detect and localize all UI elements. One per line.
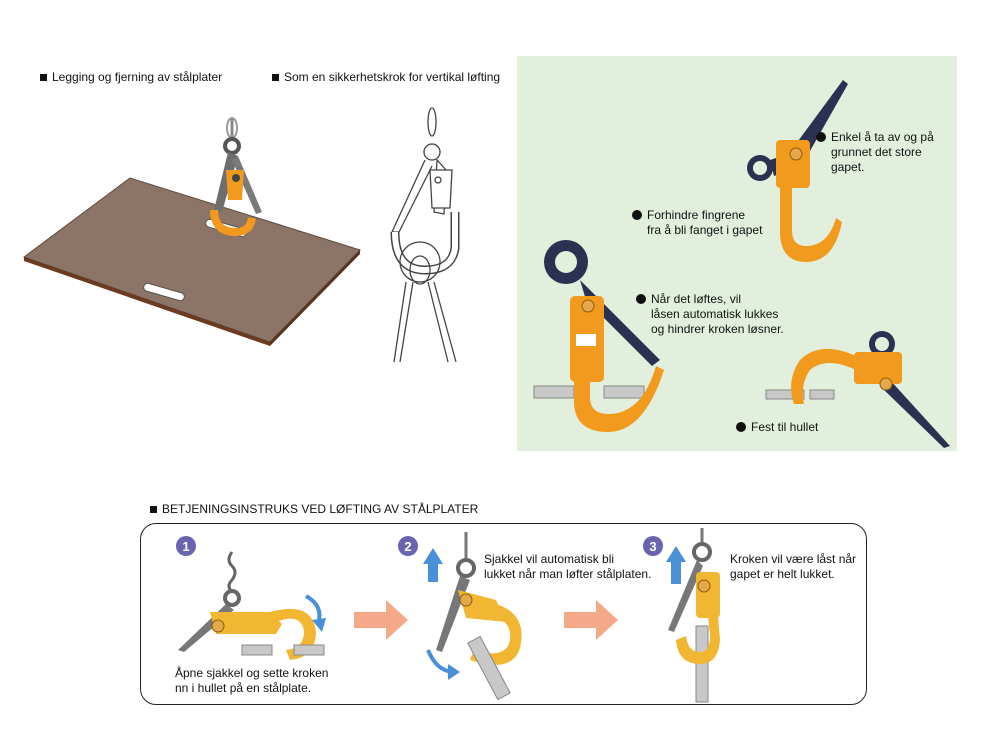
step-3-illustration [666, 528, 720, 703]
plate-slab [241, 644, 273, 656]
feature-callout-attach-text: Fest til hullet [751, 420, 819, 434]
feature-callout-easy: Enkel å ta av og på grunnet det store ga… [816, 130, 934, 175]
heading-instructions-text: BETJENINGSINSTRUKS VED LØFTING AV STÅLPL… [162, 502, 479, 516]
step-2-illustration [423, 532, 522, 701]
vertical-lifting-illustration [390, 107, 460, 363]
feature-callout-fingers: Forhindre fingrene fra å bli fanget i ga… [632, 208, 762, 238]
steel-plate-edge [24, 257, 270, 346]
plate-slab [695, 625, 709, 703]
bullet-dot [816, 132, 826, 142]
bullet-dot [636, 294, 646, 304]
feature-callout-fingers-text: Forhindre fingrene fra å bli fanget i ga… [647, 208, 763, 237]
plate-slab-right [603, 385, 645, 399]
bullet-square [150, 505, 157, 513]
step-1-text: Åpne sjakkel og sette kroken nn i hullet… [175, 666, 329, 695]
bullet-dot [736, 422, 746, 432]
feature-callout-attach: Fest til hullet [736, 420, 818, 435]
bullet-dot [632, 210, 642, 220]
hook-illustration-top [747, 80, 848, 262]
feature-callout-easy-text: Enkel å ta av og på grunnet det store ga… [831, 130, 934, 174]
step-1-badge: 1 [176, 536, 196, 556]
hook-illustration-bottom [765, 331, 950, 448]
heading-plates-text: Legging og fjerning av stålplater [52, 70, 223, 84]
feature-callout-autolock: Når det løftes, vil låsen automatisk luk… [636, 292, 784, 337]
lift-up-arrow-icon [671, 560, 681, 584]
hook-illustration-main [533, 240, 664, 432]
plate-slab [467, 635, 511, 701]
step-3-badge: 3 [643, 536, 663, 556]
step-3-text: Kroken vil være låst når gapet er helt l… [730, 552, 857, 581]
heading-vertical-text: Som en sikkerhetskrok for vertikal løfti… [284, 70, 501, 84]
bullet-square [272, 73, 279, 81]
instructions-box [140, 523, 867, 705]
plate-hole [143, 282, 185, 302]
heading-vertical: Som en sikkerhetskrok for vertikal løfti… [272, 70, 500, 84]
heading-plates: Legging og fjerning av stålplater [40, 70, 222, 84]
step-1-illustration [178, 551, 326, 660]
step-arrow-1 [354, 600, 408, 640]
plate-slab-left [533, 385, 575, 399]
heading-instructions: BETJENINGSINSTRUKS VED LØFTING AV STÅLPL… [150, 502, 478, 516]
lift-up-arrow-icon [428, 562, 438, 582]
steel-plate-illustration [22, 117, 361, 346]
step-2-text: Sjakkel vil automatisk bli lukket når ma… [484, 552, 652, 581]
steel-plate-edge-right [270, 250, 360, 346]
step-2-badge: 2 [398, 536, 418, 556]
step-arrow-2 [564, 600, 618, 640]
feature-callout-autolock-text: Når det løftes, vil låsen automatisk luk… [651, 292, 784, 336]
bullet-square [40, 73, 47, 81]
